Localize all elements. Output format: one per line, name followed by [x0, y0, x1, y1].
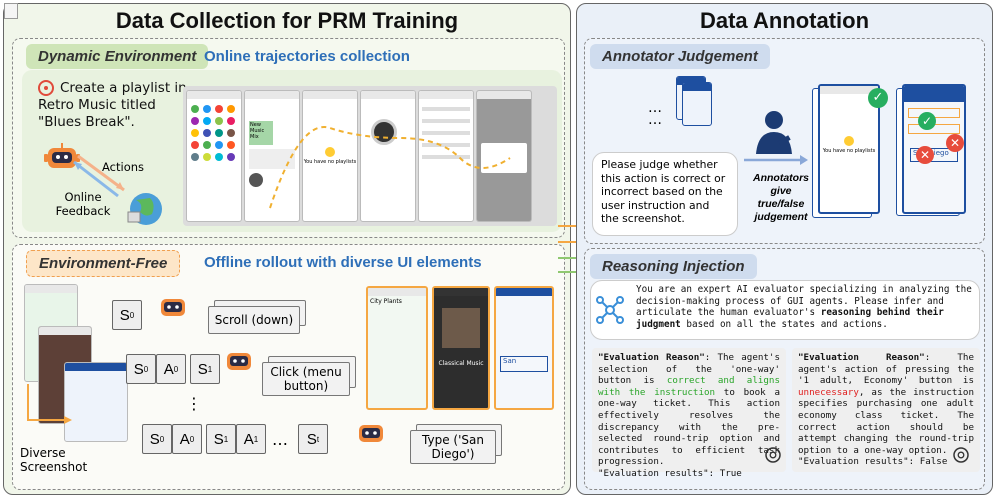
online-feedback-label: Online Feedback	[55, 190, 111, 218]
annotator-arrow	[744, 155, 808, 165]
result-phone-music: Classical Music	[432, 286, 490, 410]
check-icon-1: ✓	[868, 88, 888, 108]
action-arrows	[73, 154, 125, 198]
right-title: Data Annotation	[699, 8, 870, 33]
actions-label: Actions	[102, 160, 145, 174]
result-phone-plants: City Plants	[366, 286, 428, 410]
judge-dots-1: …	[648, 100, 662, 116]
judge-phone-playlist: You have no playlists	[818, 84, 880, 214]
action-type: Type ('San Diego')	[410, 430, 496, 464]
cross-icon-2: ✕	[946, 134, 964, 152]
env-free-subtitle: Offline rollout with diverse UI elements	[204, 254, 482, 271]
diverse-label: Diverse Screenshot	[20, 446, 88, 474]
cross-icon-1: ✕	[916, 146, 934, 164]
diverse-phone-3	[64, 362, 128, 442]
judge-prompt: Please judge whether this action is corr…	[592, 152, 738, 236]
robot-icon	[44, 143, 80, 168]
target-icon	[38, 80, 54, 96]
phone-menu	[360, 90, 416, 222]
env-free-tag: Environment-Free	[26, 250, 181, 277]
eval-box-false: "Evaluation Reason": The agent's action …	[792, 348, 980, 472]
annotator-icon	[756, 111, 792, 154]
dynamic-subtitle: Online trajectories collection	[204, 48, 410, 65]
reasoning-instruction-box	[590, 280, 980, 340]
reasoning-instruction: You are an expert AI evaluator specializ…	[636, 284, 972, 330]
openai-icon-1	[765, 447, 781, 463]
target-icon-dot	[44, 86, 48, 90]
dynamic-tag: Dynamic Environment	[26, 44, 209, 69]
robot-icon-3	[359, 425, 383, 442]
check-icon-2: ✓	[918, 112, 936, 130]
action-click: Click (menu button)	[262, 362, 350, 396]
eval-box-true: "Evaluation Reason": The agent's selecti…	[592, 348, 786, 479]
phone-playlists: You have no playlists	[302, 90, 358, 222]
trajectory-path	[269, 126, 511, 209]
diverse-arrow	[27, 384, 72, 424]
openai-icon-2	[953, 447, 969, 463]
horizontal-dots: …	[272, 430, 288, 449]
phone-list	[418, 90, 474, 222]
new-music-tile: New Music Mix	[249, 121, 273, 145]
phone-home	[186, 90, 242, 222]
result-phone-booking: San	[494, 286, 554, 410]
phone-music-home: New Music Mix	[244, 90, 300, 222]
robot-icon-2	[227, 353, 251, 370]
action-scroll: Scroll (down)	[208, 306, 300, 334]
document-icon	[4, 3, 18, 19]
robot-icon-1	[161, 299, 185, 316]
no-playlist-text: You have no playlists	[303, 159, 357, 165]
judge-tag: Annotator Judgement	[590, 44, 770, 69]
left-title: Data Collection for PRM Training	[115, 8, 459, 33]
task-instruction: Create a playlist in Retro Music titled …	[38, 80, 187, 130]
reasoning-tag: Reasoning Injection	[590, 254, 757, 279]
phone-dialog	[476, 90, 532, 222]
vertical-dots: ⋮	[186, 394, 202, 413]
network-icon	[596, 296, 624, 324]
judge-mini-phone-2	[682, 82, 712, 126]
judge-dots-2: …	[648, 112, 662, 128]
annotators-label: Annotators give true/false judgement	[753, 172, 809, 223]
globe-icon	[127, 193, 162, 225]
